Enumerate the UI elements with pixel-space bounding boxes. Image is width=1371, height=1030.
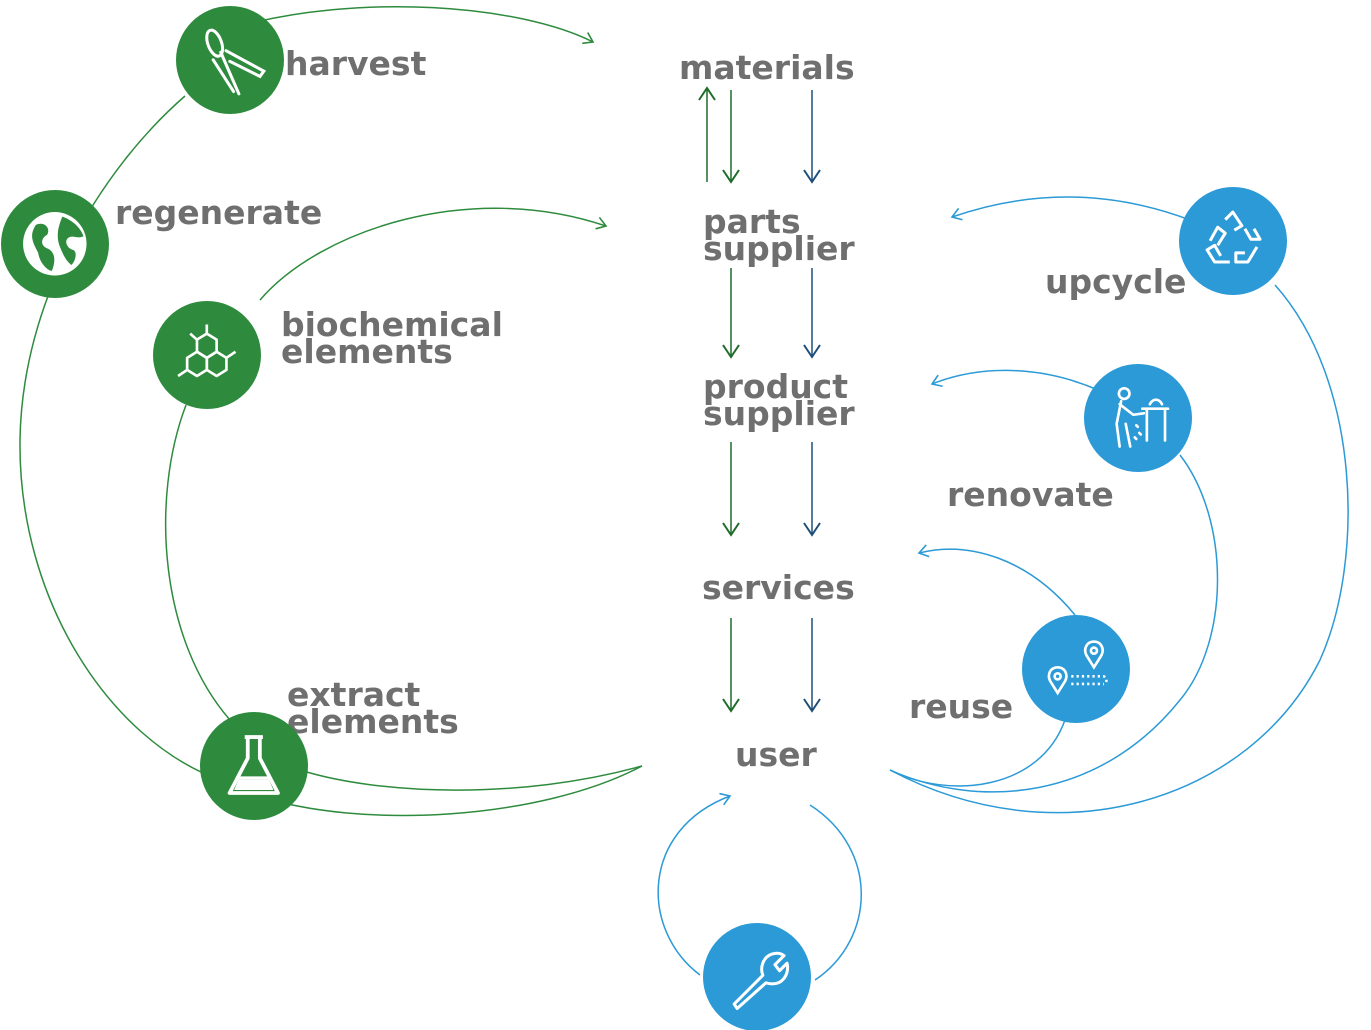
user-label: user bbox=[735, 735, 817, 774]
arc-maintain-down bbox=[809, 804, 862, 981]
arc-outer-left bbox=[19, 95, 221, 781]
reuse-label: reuse bbox=[909, 687, 1014, 726]
arc-user-to-extract-a bbox=[254, 765, 643, 817]
pruning-shears-icon bbox=[205, 28, 267, 96]
arc-inner-left bbox=[164, 404, 231, 721]
parts-supplier-label: parts supplier bbox=[703, 202, 855, 268]
upcycle-node bbox=[1179, 187, 1287, 295]
worker-icon bbox=[1115, 387, 1170, 449]
flask-icon bbox=[227, 735, 281, 796]
upcycle-label: upcycle bbox=[1045, 262, 1187, 301]
arc-regenerate-to-parts bbox=[259, 207, 608, 301]
arc-renovate-to-product bbox=[930, 369, 1099, 391]
arc-inner-right bbox=[889, 719, 1066, 787]
regenerate-node bbox=[1, 190, 109, 298]
molecule-icon bbox=[177, 324, 237, 378]
extract-elements-node bbox=[200, 712, 308, 820]
arc-user-to-extract-b bbox=[299, 765, 643, 791]
arc-outer-right bbox=[889, 284, 1349, 814]
biochemical-elements-label: biochemical elements bbox=[281, 305, 503, 371]
materials-label: materials bbox=[679, 48, 855, 87]
biochemical-elements-node bbox=[153, 301, 261, 409]
regenerate-label: regenerate bbox=[115, 193, 323, 232]
arc-upcycle-to-parts bbox=[950, 196, 1191, 221]
reuse-node bbox=[1022, 615, 1130, 723]
globe-icon bbox=[23, 212, 87, 276]
wrench-icon bbox=[732, 952, 790, 1011]
arc-reuse-to-services bbox=[917, 544, 1076, 616]
arc-maintain-up bbox=[657, 792, 732, 976]
recycle-icon bbox=[1205, 210, 1262, 264]
renovate-node bbox=[1084, 364, 1192, 472]
extract-elements-label: extract elements bbox=[287, 675, 459, 741]
harvest-label: harvest bbox=[285, 44, 427, 83]
maintain-node bbox=[703, 923, 811, 1030]
arc-harvest-to-materials bbox=[231, 5, 595, 45]
product-supplier-label: product supplier bbox=[703, 367, 855, 433]
harvest-node bbox=[176, 6, 284, 114]
arc-mid-right bbox=[889, 454, 1219, 793]
services-label: services bbox=[702, 568, 855, 607]
renovate-label: renovate bbox=[947, 475, 1114, 514]
map-pin-route-icon bbox=[1047, 640, 1108, 696]
